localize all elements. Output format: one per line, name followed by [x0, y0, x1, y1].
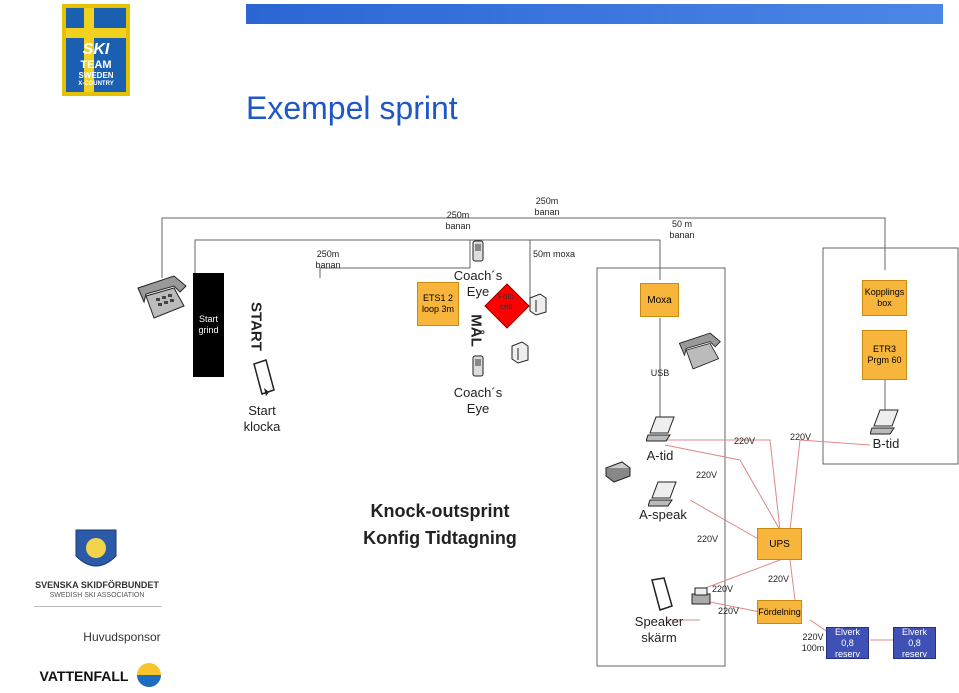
- fordelning-label: Fördelning: [758, 607, 801, 617]
- laptop-icon: [647, 480, 678, 508]
- ski-team-sweden-logo: SKI TEAM SWEDEN X-COUNTRY: [62, 4, 130, 96]
- elverk-box-1: Elverk 0,8 reserv: [826, 627, 869, 659]
- voltage-label: 220V: [718, 606, 740, 616]
- huvudsponsor-label: Huvudsponsor: [83, 630, 161, 644]
- photocell-device-icon: [510, 340, 530, 364]
- ets1-box: ETS1 2 loop 3m: [417, 282, 459, 326]
- moxa-box: Moxa: [640, 283, 679, 317]
- banan-50: 50 m banan: [669, 219, 695, 240]
- photocell-device-icon: [528, 292, 548, 316]
- banan-250-top: 250m banan: [534, 196, 560, 217]
- voltage-label: 220V: [768, 574, 790, 584]
- elverk-box-2: Elverk 0,8 reserv: [893, 627, 936, 659]
- telephone-icon: [134, 272, 188, 322]
- start-klocka-label: Start klocka: [243, 403, 281, 434]
- laptop-icon: [645, 415, 676, 443]
- knock-outsprint-line2: Konfig Tidtagning: [363, 528, 517, 548]
- elverk-label-1: Elverk 0,8 reserv: [834, 626, 860, 659]
- start-grind-box: Start grind: [193, 273, 224, 377]
- speaker-label: Speaker skärm: [634, 614, 684, 645]
- speaker-screen-icon: [650, 576, 674, 612]
- banan-250-mid: 250m banan: [445, 210, 471, 231]
- banan-250-left: 250m banan: [315, 249, 341, 270]
- divider: [34, 606, 162, 607]
- desk-phone-icon: [604, 458, 632, 484]
- skidforbundet-name-en: SWEDISH SKI ASSOCIATION: [49, 592, 145, 599]
- voltage-label: 220V: [790, 432, 812, 442]
- vattenfall-sun-icon: [136, 662, 162, 688]
- tablet-icon: [252, 358, 276, 398]
- moxa-50: 50m moxa: [532, 249, 576, 259]
- a-speak-label: A-speak: [639, 507, 687, 522]
- telephone-icon: [676, 326, 722, 376]
- logo-text-team: TEAM: [80, 59, 112, 71]
- voltage-100m-label: 220V 100m: [801, 632, 825, 653]
- voltage-label: 220V: [734, 436, 756, 446]
- voltage-label: 220V: [712, 584, 734, 594]
- printer-icon: [690, 586, 712, 608]
- voltage-label: 220V: [697, 534, 719, 544]
- ets1-label: ETS1 2 loop 3m: [421, 293, 455, 314]
- mobile-phone-icon: [472, 240, 484, 262]
- kopplings-box-label: Kopplings box: [864, 287, 905, 308]
- moxa-label: Moxa: [647, 294, 672, 306]
- start-grind-label: Start grind: [198, 314, 219, 335]
- skidforbundet-name: SVENSKA SKIDFÖRBUNDET: [35, 580, 159, 590]
- coachs-eye-bottom: Coach´s Eye: [453, 385, 503, 416]
- vattenfall-logo-text: VATTENFALL: [39, 668, 129, 684]
- logo-text-xcountry: X-COUNTRY: [78, 81, 114, 87]
- laptop-icon: [869, 408, 900, 436]
- voltage-label: 220V: [696, 470, 718, 480]
- etr3-box: ETR3 Prgm 60: [862, 330, 907, 380]
- knock-outsprint-line1: Knock-outsprint: [370, 501, 510, 521]
- ups-label: UPS: [769, 538, 790, 550]
- mobile-phone-icon: [472, 355, 484, 377]
- a-tid-label: A-tid: [646, 448, 674, 463]
- top-banner: [246, 4, 943, 24]
- fordelning-box: Fördelning: [757, 600, 802, 624]
- ups-box: UPS: [757, 528, 802, 560]
- page-title: Exempel sprint: [246, 90, 458, 126]
- b-tid-label: B-tid: [872, 436, 900, 451]
- mal-vertical-label: MÅL: [467, 314, 485, 347]
- skidforbundet-emblem: [72, 526, 120, 576]
- kopplings-box: Kopplings box: [862, 280, 907, 316]
- elverk-label-2: Elverk 0,8 reserv: [901, 626, 927, 659]
- coachs-eye-top: Coach´s Eye: [453, 268, 503, 299]
- foto-cell-label: Foto cell: [497, 292, 514, 311]
- logo-text-ski: SKI: [82, 41, 110, 58]
- logo-text-sweden: SWEDEN: [78, 71, 114, 80]
- usb-label: USB: [650, 368, 670, 378]
- etr3-label: ETR3 Prgm 60: [867, 344, 902, 365]
- start-vertical-label: START: [247, 302, 265, 351]
